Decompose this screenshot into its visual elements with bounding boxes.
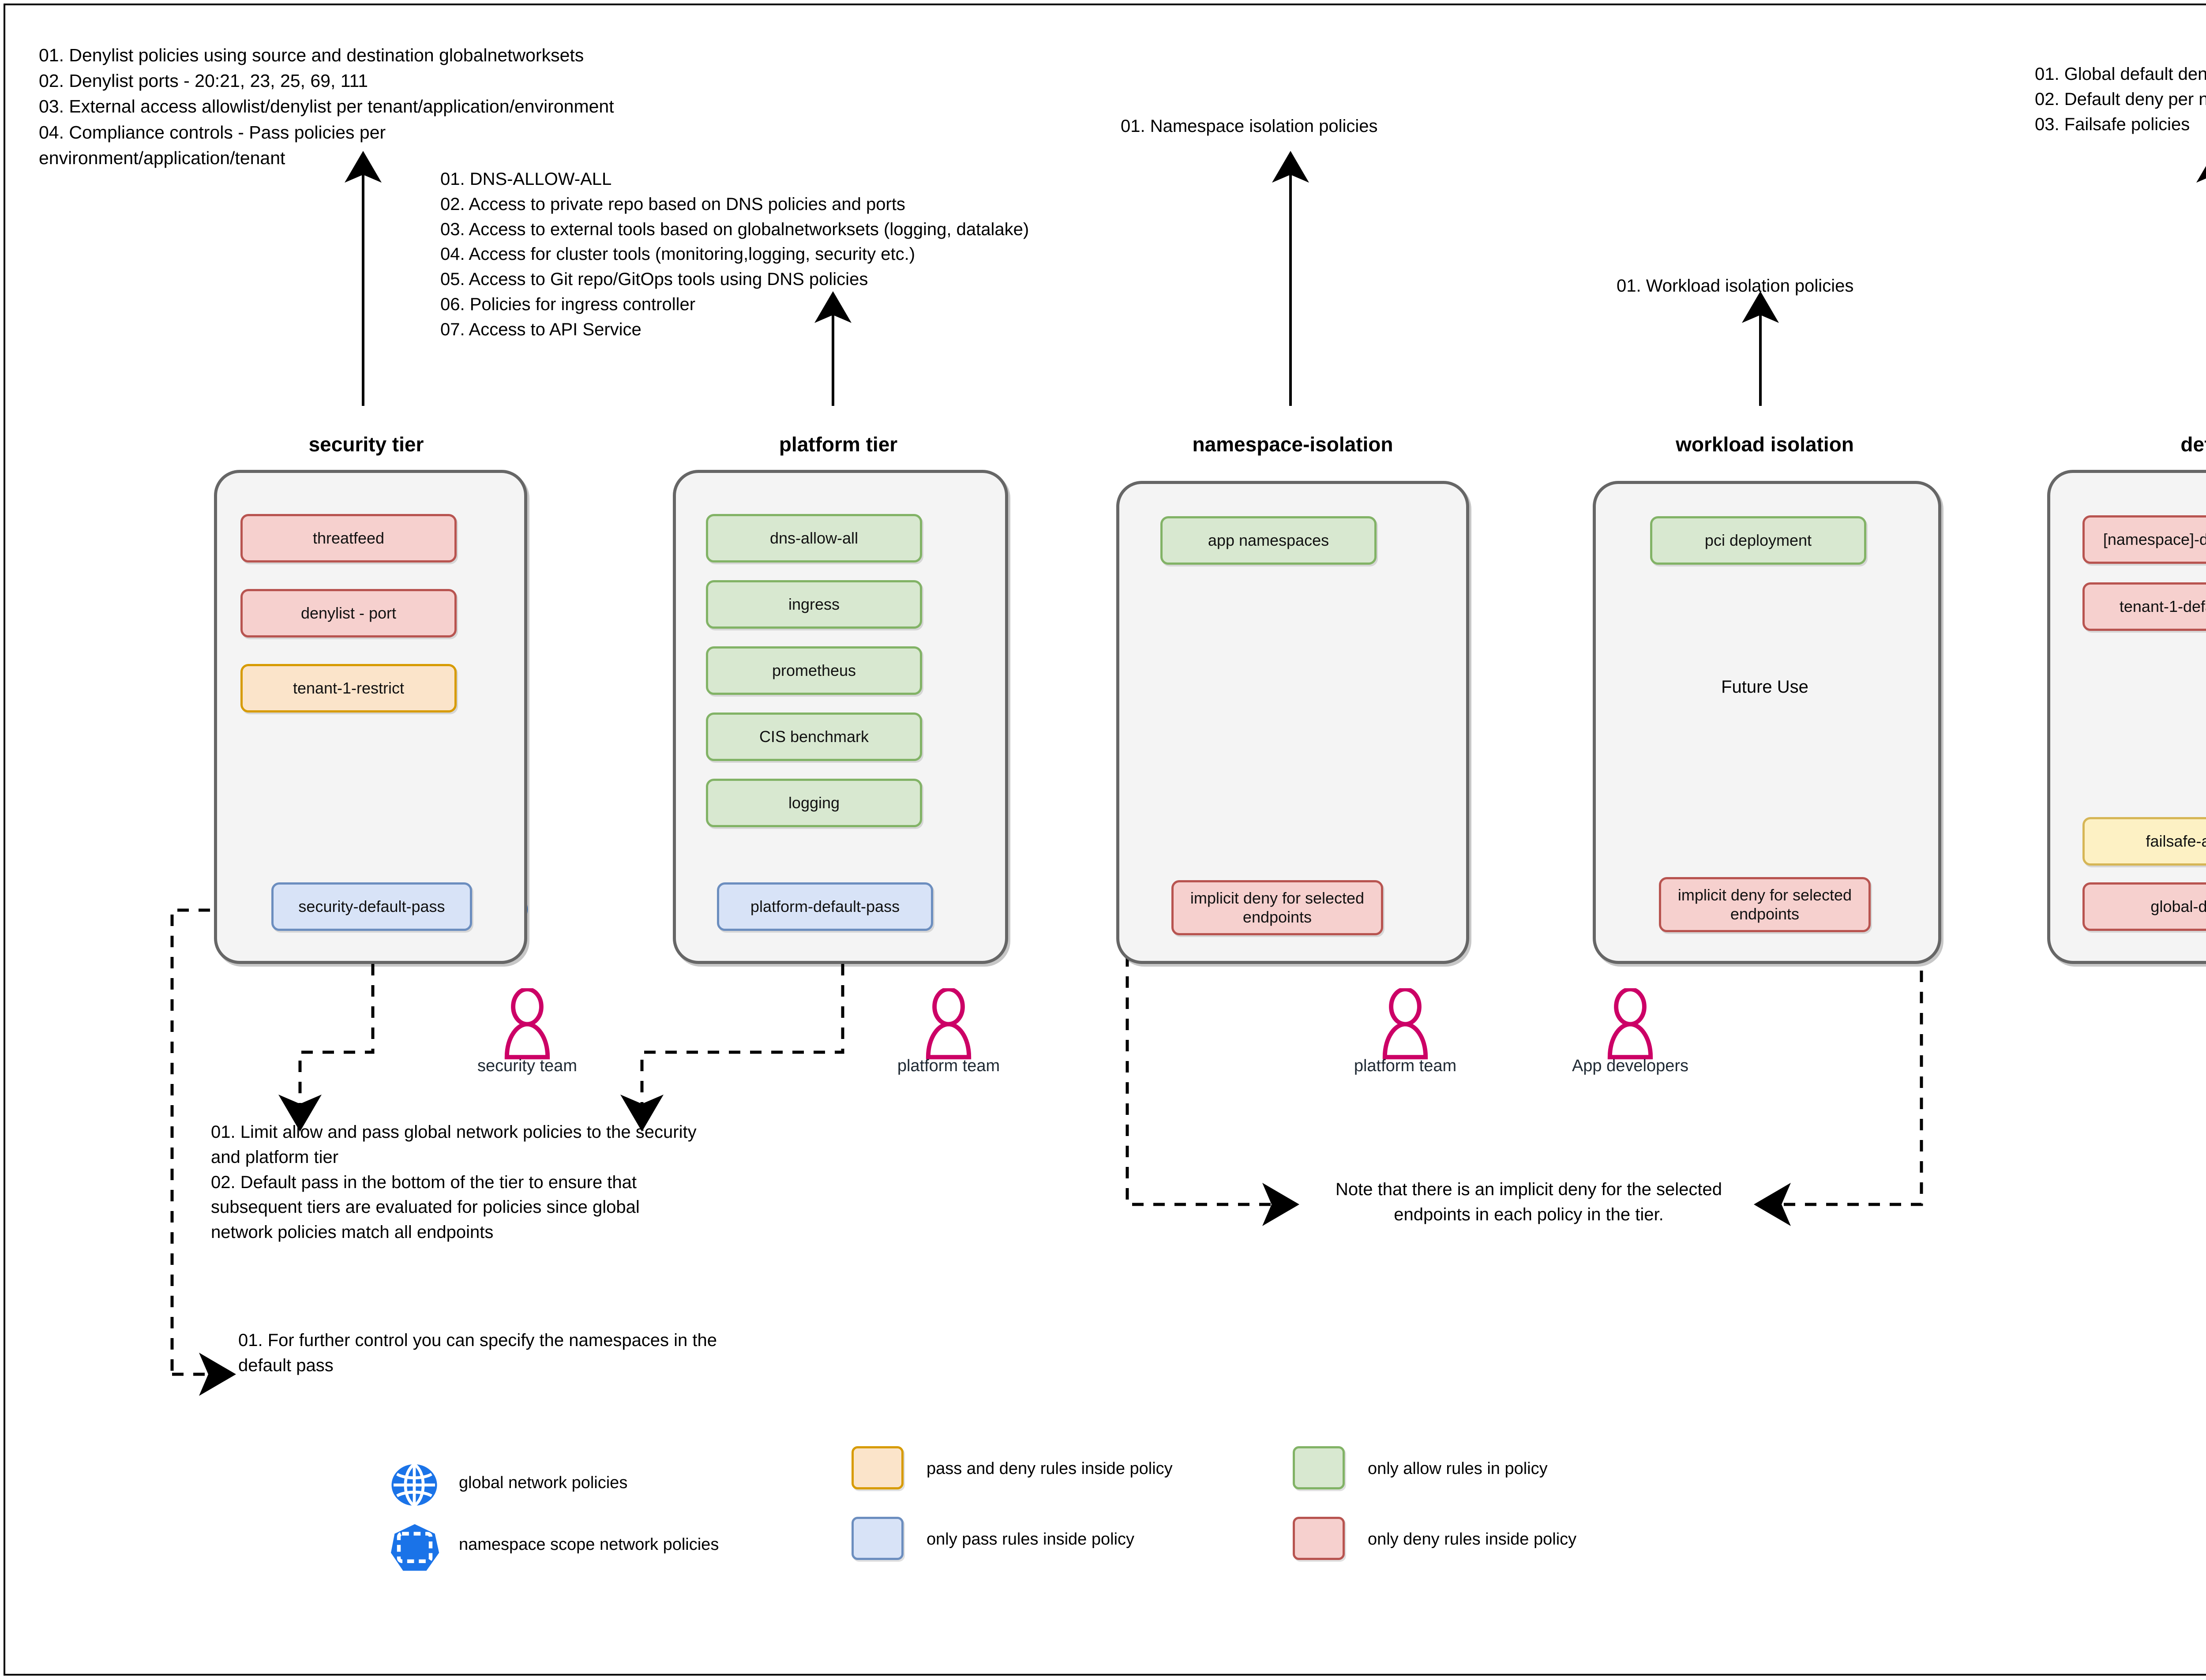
connector-platform-tier-to-notes — [620, 964, 844, 1132]
security-tier-notes: 01. Denylist policies using source and d… — [39, 45, 614, 168]
policy-denylist-port[interactable]: denylist - port — [240, 589, 457, 638]
policy-app-namespaces[interactable]: app namespaces — [1160, 516, 1377, 565]
team-label-app-developers: App developers — [1572, 1057, 1689, 1075]
workload-isolation-notes: 01. Workload isolation policies — [1617, 276, 1854, 296]
legend-label-pass-and-deny: pass and deny rules inside policy — [927, 1459, 1173, 1478]
legend-label-only-deny: only deny rules inside policy — [1368, 1530, 1577, 1549]
namespace-isolation-notes: 01. Namespace isolation policies — [1121, 116, 1378, 136]
legend-swatch-pass-and-deny — [852, 1446, 904, 1489]
implicit-deny-note: Note that there is an implicit deny for … — [1335, 1180, 1722, 1224]
team-label-platform-left: platform team — [897, 1057, 1000, 1075]
legend-label-only-pass: only pass rules inside policy — [927, 1530, 1135, 1549]
policy-dns-allow-all[interactable]: dns-allow-all — [706, 514, 922, 562]
team-label-platform-ns: platform team — [1354, 1057, 1457, 1075]
policy-pci-deployment[interactable]: pci deployment — [1650, 516, 1866, 565]
legend-swatch-only-pass — [852, 1517, 904, 1560]
default-tier-notes: 01. Global default deny 02. Default deny… — [2035, 64, 2206, 134]
tier-title-namespace-isolation: namespace-isolation — [1192, 433, 1393, 456]
legend-label-only-allow: only allow rules in policy — [1368, 1459, 1548, 1478]
bottom-left-notes: 01. Limit allow and pass global network … — [211, 1122, 697, 1242]
policy-threatfeed[interactable]: threatfeed — [240, 514, 457, 562]
tier-title-security: security tier — [308, 433, 424, 456]
default-pass-note: 01. For further control you can specify … — [238, 1331, 717, 1375]
legend-swatch-only-deny — [1293, 1517, 1345, 1560]
policy-namespace-default-deny[interactable]: [namespace]-default-deny — [2082, 515, 2206, 564]
tier-title-default: default tier — [2180, 433, 2206, 456]
legend-label-global-network-policies: global network policies — [459, 1474, 628, 1492]
policy-platform-default-pass[interactable]: platform-default-pass — [717, 882, 933, 931]
policy-global-deny[interactable]: global-deny — [2082, 882, 2206, 931]
dashed-connectors — [170, 903, 1923, 1396]
policy-tenant-1-restrict[interactable]: tenant-1-restrict — [240, 664, 457, 712]
policy-implicit-deny-workload[interactable]: implicit deny for selected endpoints — [1659, 877, 1871, 932]
policy-ingress[interactable]: ingress — [706, 580, 922, 629]
tier-title-workload-isolation: workload isolation — [1676, 433, 1854, 456]
legend-swatch-only-allow — [1293, 1446, 1345, 1489]
policy-tenant-1-default-deny[interactable]: tenant-1-default-deny — [2082, 582, 2206, 631]
connector-namespace-implicit-deny-note — [1126, 908, 1299, 1226]
workload-future-use-text: Future Use — [1721, 677, 1808, 697]
legend-label-namespace-scope-policies: namespace scope network policies — [459, 1535, 719, 1554]
page-border — [4, 4, 2206, 1676]
policy-security-default-pass[interactable]: security-default-pass — [271, 882, 472, 931]
policy-prometheus[interactable]: prometheus — [706, 646, 922, 695]
connector-security-tier-to-notes — [278, 964, 375, 1132]
policy-implicit-deny-namespace[interactable]: implicit deny for selected endpoints — [1171, 880, 1383, 935]
policy-failsafe-allow[interactable]: failsafe-allow — [2082, 817, 2206, 866]
top-arrows — [345, 151, 2206, 406]
policy-logging[interactable]: logging — [706, 779, 922, 827]
connector-security-default-pass-to-default-pass-note — [170, 908, 274, 1374]
team-label-security-left: security team — [477, 1057, 577, 1075]
policy-cis-benchmark[interactable]: CIS benchmark — [706, 712, 922, 761]
platform-tier-notes: 01. DNS-ALLOW-ALL 02. Access to private … — [440, 169, 1029, 339]
tier-title-platform: platform tier — [779, 433, 898, 456]
